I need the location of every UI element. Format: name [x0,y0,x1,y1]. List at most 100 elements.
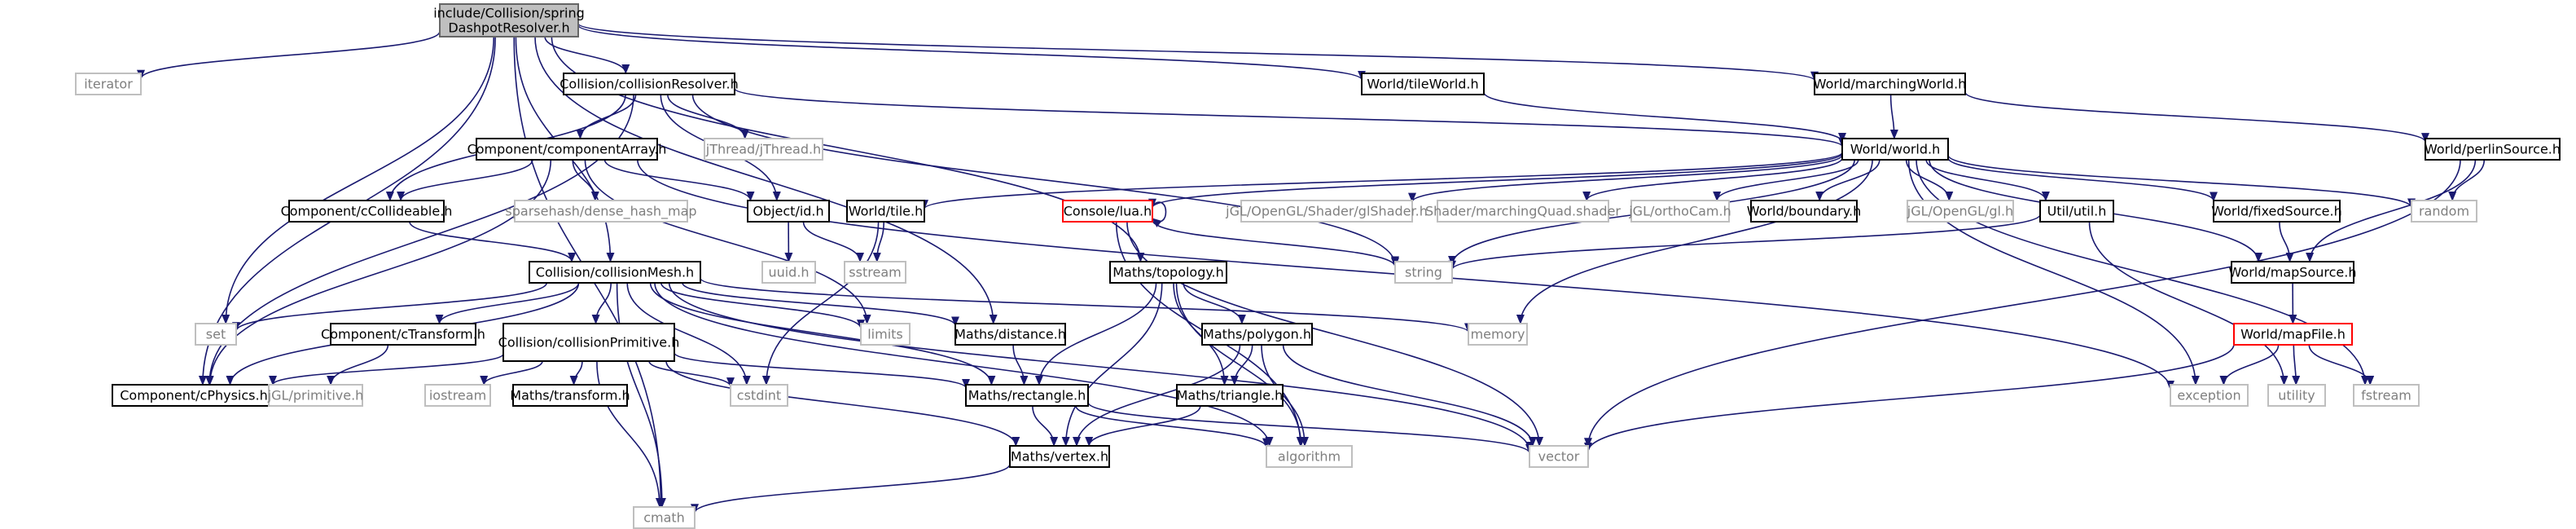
edge-collisionMesh-to-set [232,282,547,333]
node-box [75,73,142,95]
edge-topology-to-rectangle [1034,282,1157,386]
node-label: Maths/transform.h [510,388,630,403]
node-box [2425,138,2561,161]
node-limits: limits [860,323,911,346]
node-label: Collision/collisionPrimitive.h [498,335,680,350]
node-perlinSource[interactable]: World/perlinSource.h [2425,138,2561,161]
node-box [1437,200,1609,223]
edge-mapFile-to-fstream [2308,344,2375,386]
node-polygon[interactable]: Maths/polygon.h [1201,323,1313,346]
node-box [195,323,237,346]
node-fixedSource[interactable]: World/fixedSource.h [2211,200,2342,223]
node-box [529,261,701,284]
node-mapSource[interactable]: World/mapSource.h [2229,261,2357,284]
node-label: cmath [643,510,685,526]
node-label: random [2419,204,2469,219]
node-box [2353,384,2420,407]
node-box [514,200,688,223]
edge-world-to-worldTile [920,152,1843,210]
node-objectId[interactable]: Object/id.h [747,200,830,223]
node-world[interactable]: World/world.h [1841,138,1949,161]
edge-collisionResolver-to-jThread [667,94,749,139]
node-box [730,384,788,407]
node-collisionPrimitive[interactable]: Collision/collisionPrimitive.h [498,323,680,362]
node-iostream: iostream [424,384,491,407]
node-label: Maths/rectangle.h [968,388,1086,403]
node-triangle[interactable]: Maths/triangle.h [1176,384,1284,407]
node-transform[interactable]: Maths/transform.h [510,384,630,407]
edge-collisionMesh-to-collisionPrimitive [591,282,612,324]
node-string: string [1394,261,1453,284]
node-sparsehash: sparsehash/dense_hash_map [505,200,697,223]
node-set: set [195,323,237,346]
node-cmath: cmath [633,506,696,529]
node-box [1394,261,1453,284]
node-box [2213,200,2341,223]
node-tileWorld[interactable]: World/tileWorld.h [1361,73,1485,95]
node-memory: memory [1468,323,1528,346]
node-mapFile[interactable]: World/mapFile.h [2233,323,2353,346]
edge-world-to-fixedSource [1947,157,2218,202]
node-cCollideable[interactable]: Component/cCollideable.h [281,200,453,223]
node-label: jThread/jThread.h [705,142,821,157]
node-cPhysics[interactable]: Component/cPhysics.h [112,384,276,407]
edge-componentArray-to-cCollideable [397,159,533,201]
edge-rectangle-to-algorithm [1075,405,1270,448]
node-marchingWorld[interactable]: World/marchingWorld.h [1814,73,1967,95]
node-box [330,323,476,346]
edge-world-to-glh [1905,159,1954,201]
node-box [2231,261,2354,284]
node-box [844,261,906,284]
node-box [1062,200,1153,223]
edge-root-to-collisionResolver [544,36,630,74]
edge-consoleLua-to-string [1152,219,1399,268]
node-componentArray[interactable]: Component/componentArray.h [467,138,667,161]
node-label: iterator [84,77,133,92]
edge-collisionMesh-to-vector [668,282,1534,452]
node-utilH[interactable]: Util/util.h [2039,200,2114,223]
node-box [2039,200,2114,223]
node-box [1176,384,1284,407]
edge-root-to-distance [534,36,998,324]
node-collisionResolver[interactable]: Collision/collisionResolver.h [560,73,739,95]
node-boundary[interactable]: World/boundary.h [1747,200,1861,223]
node-root[interactable]: include/Collision/springDashpotResolver.… [433,3,585,37]
node-marchingQuad: Shader/marchingQuad.shader [1425,200,1621,223]
node-topology[interactable]: Maths/topology.h [1109,261,1227,284]
node-box [424,384,491,407]
node-label: Shader/marchingQuad.shader [1425,204,1621,219]
edge-componentArray-to-cPhysics [205,159,552,386]
node-box [1266,445,1353,468]
edge-utilH-to-utility [2088,221,2289,386]
node-label: utility [2278,388,2315,403]
edge-perlinSource-to-vector [1584,159,2461,448]
node-box [563,73,735,95]
node-box [1361,73,1485,95]
edge-collisionPrimitive-to-vertex [665,360,1020,447]
node-label: algorithm [1278,449,1341,465]
node-vertex[interactable]: Maths/vertex.h [1009,445,1110,468]
edge-collisionMesh-to-memory [700,277,1472,333]
edge-collisionResolver-to-string [691,94,1399,267]
node-cTransform[interactable]: Component/cTransform.h [321,323,485,346]
node-rectangle[interactable]: Maths/rectangle.h [965,384,1089,407]
edge-collisionPrimitive-to-cmath [596,360,664,508]
edge-perlinSource-to-random [2448,159,2486,201]
node-worldTile[interactable]: World/tile.h [846,200,925,223]
edge-collisionMesh-to-cmath [616,282,666,508]
node-box [954,323,1066,346]
node-label: vector [1538,449,1580,465]
edge-marchingWorld-to-world [1889,94,1898,139]
node-label: jGL/OpenGL/Shader/glShader.h [1225,204,1428,219]
node-collisionMesh[interactable]: Collision/collisionMesh.h [529,261,701,284]
node-box [965,384,1089,407]
edge-rectangle-to-vector [1087,402,1534,454]
edge-componentArray-to-limits [584,159,871,324]
node-label: jGL/orthoCam.h [1628,204,1731,219]
node-box [2170,384,2249,407]
node-label: Component/cTransform.h [321,327,485,342]
node-consoleLua[interactable]: Console/lua.h [1062,200,1153,223]
node-glh: jGL/OpenGL/gl.h [1907,200,2014,223]
node-distance[interactable]: Maths/distance.h [954,323,1066,346]
node-label: set [206,327,226,342]
